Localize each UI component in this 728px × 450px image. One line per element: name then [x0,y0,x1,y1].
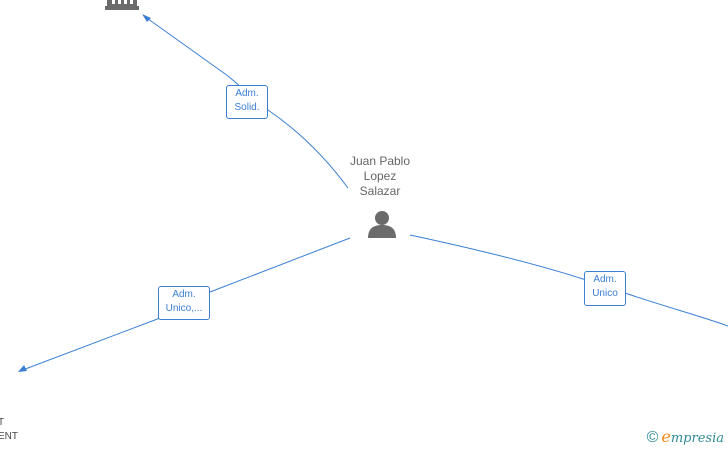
brand-logo-initial: e [661,427,671,446]
relation-box-adm-unico-multi[interactable]: Adm. Unico,... [158,286,210,320]
edge-to-company-top [143,15,349,189]
company-label-fragment-1[interactable]: T [0,417,5,428]
relation-box-adm-solid[interactable]: Adm. Solid. [226,85,268,119]
brand-logo: empresia [661,428,724,448]
edge-to-company-right [409,234,728,327]
relation-role: Adm. [593,274,617,285]
relation-detail: Solid. [234,102,260,113]
arrowhead-top [142,14,151,22]
relation-role: Adm. [235,88,259,99]
person-name-line-3: Salazar [359,184,401,198]
person-name-label[interactable]: Juan Pablo Lopez Salazar [330,154,430,199]
person-name-line-1: Juan Pablo [349,154,411,168]
brand-logo-text: mpresia [670,431,724,446]
relation-role: Adm. [172,289,196,300]
person-name-line-2: Lopez [363,169,397,183]
copyright-icon: © [646,429,659,446]
relation-detail: Unico [592,288,618,299]
brand-footer: © empresia [647,428,724,448]
relation-detail: Unico,... [165,303,203,314]
person-icon[interactable] [368,211,396,238]
relation-box-adm-unico[interactable]: Adm. Unico [584,271,626,306]
company-label-fragment-2[interactable]: ENT [0,431,18,442]
arrowhead-bottom-left [18,365,27,372]
building-icon[interactable] [105,0,139,10]
